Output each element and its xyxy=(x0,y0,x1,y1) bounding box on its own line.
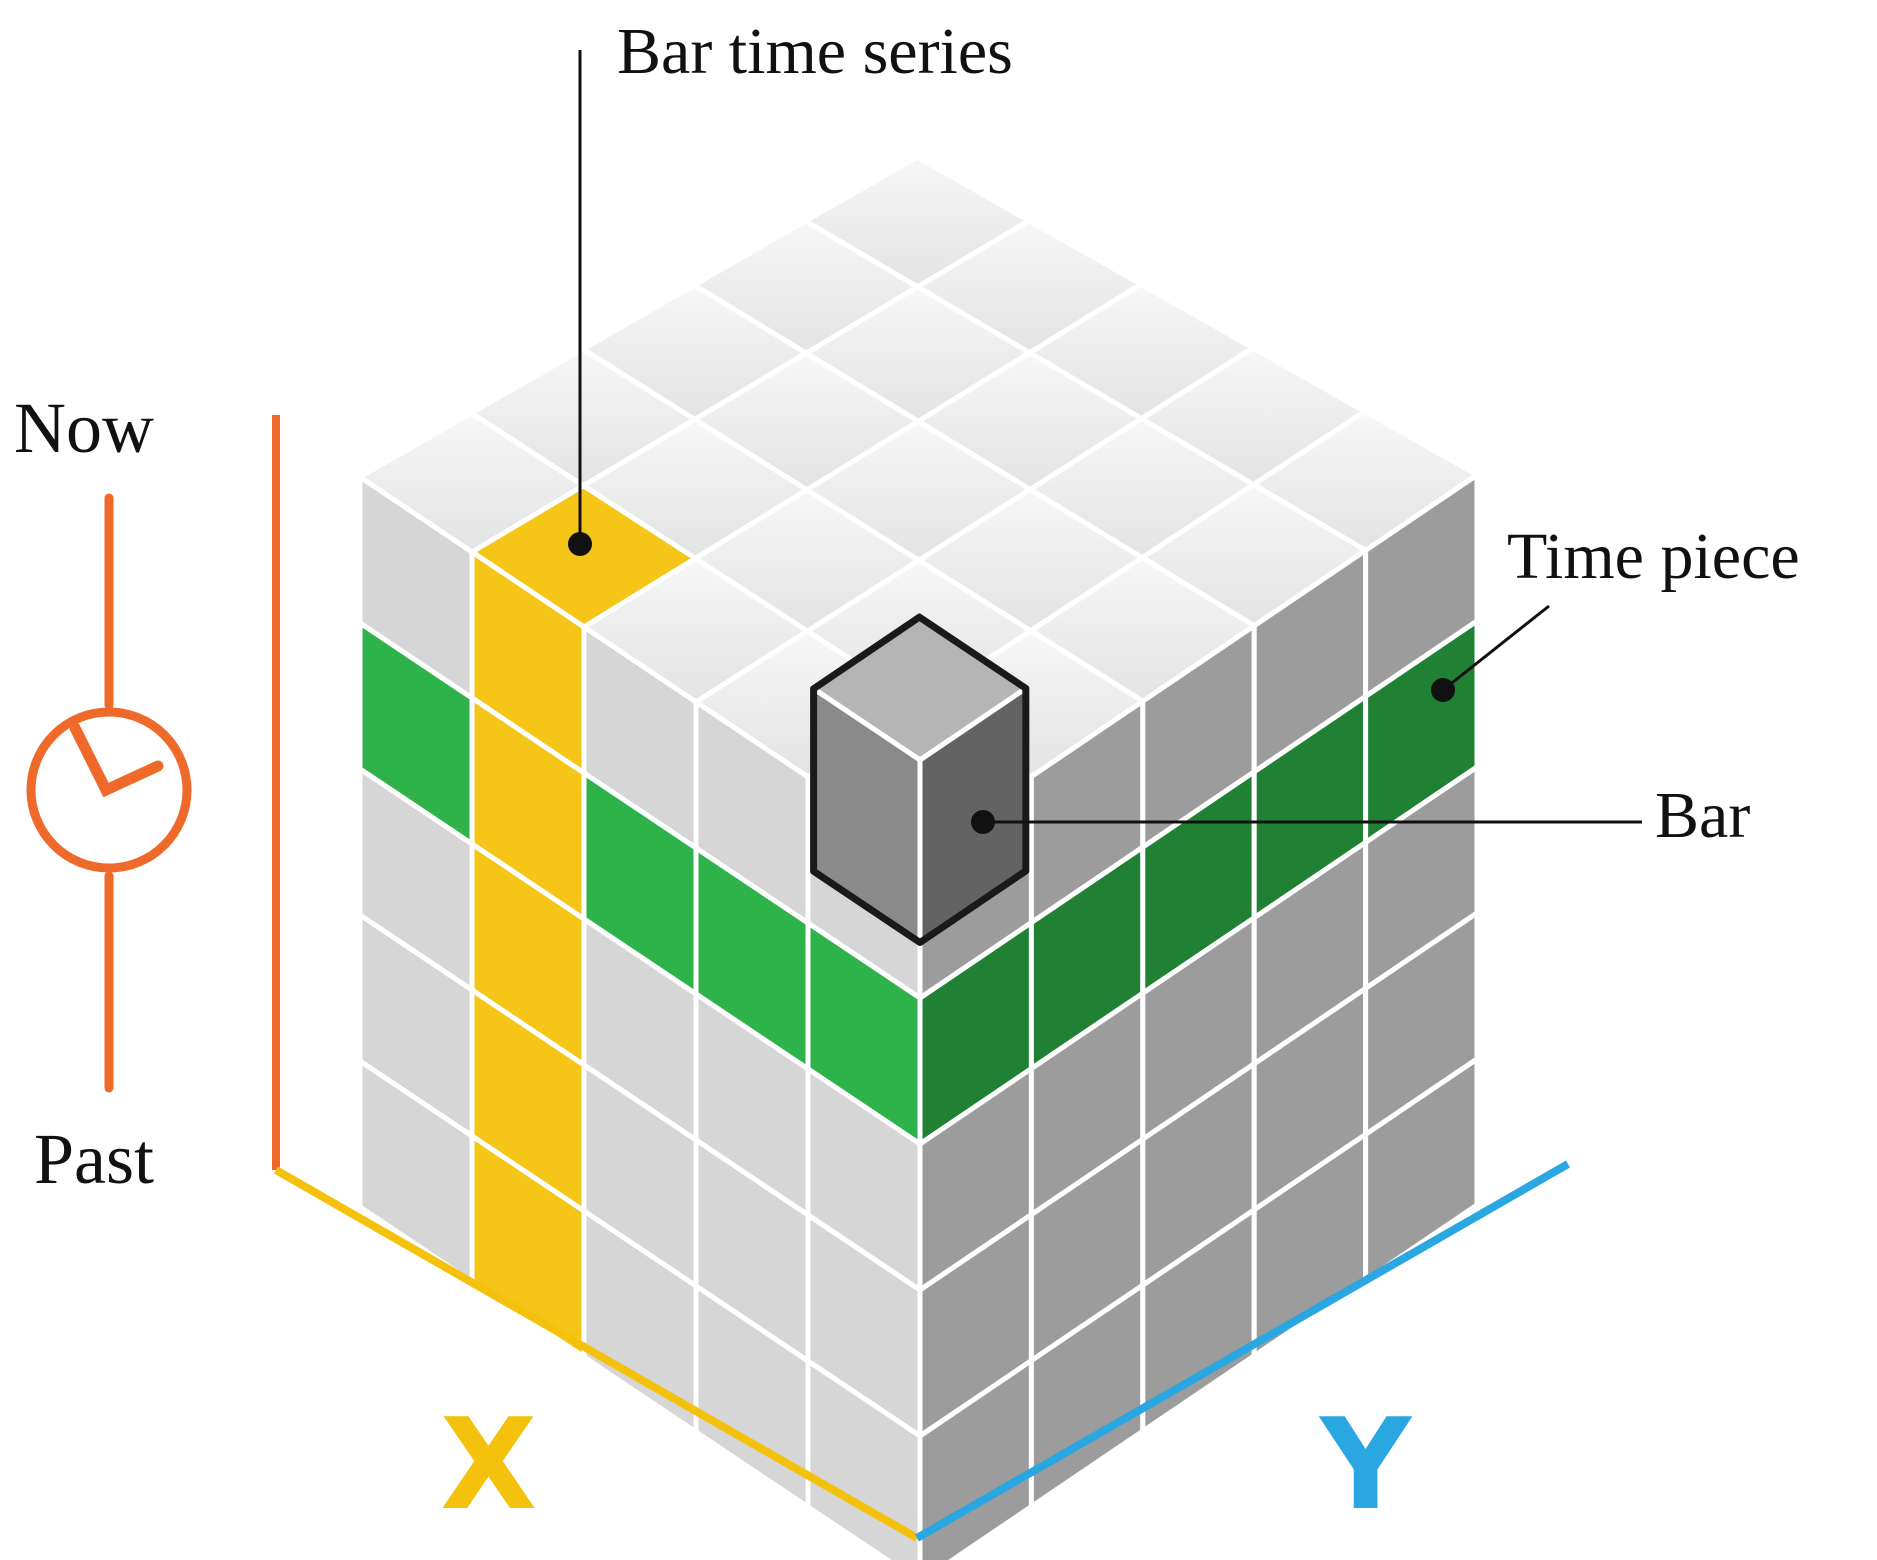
bar-label: Bar xyxy=(1655,779,1750,852)
x-axis-label: X xyxy=(440,1391,537,1538)
cube-left-face xyxy=(357,474,923,1560)
time-piece-leader xyxy=(1442,604,1550,692)
past-label: Past xyxy=(34,1119,154,1199)
bar-time-series-dot xyxy=(568,532,592,556)
clock-icon xyxy=(26,493,192,1093)
bar-outline xyxy=(810,613,1030,946)
y-axis-label: Y xyxy=(1318,1391,1413,1538)
cube-right-face xyxy=(917,472,1480,1560)
y-axis-line xyxy=(915,1160,1570,1542)
now-label: Now xyxy=(14,388,154,468)
bar-dot xyxy=(971,810,995,834)
highlighted-bar-cube xyxy=(810,613,1030,946)
bar-time-series-label: Bar time series xyxy=(617,15,1013,88)
right-cell xyxy=(1363,1056,1480,1283)
time-piece-label: Time piece xyxy=(1507,520,1800,593)
x-axis-line xyxy=(274,1166,919,1542)
left-cell xyxy=(805,1358,923,1560)
time-piece-dot xyxy=(1431,678,1455,702)
